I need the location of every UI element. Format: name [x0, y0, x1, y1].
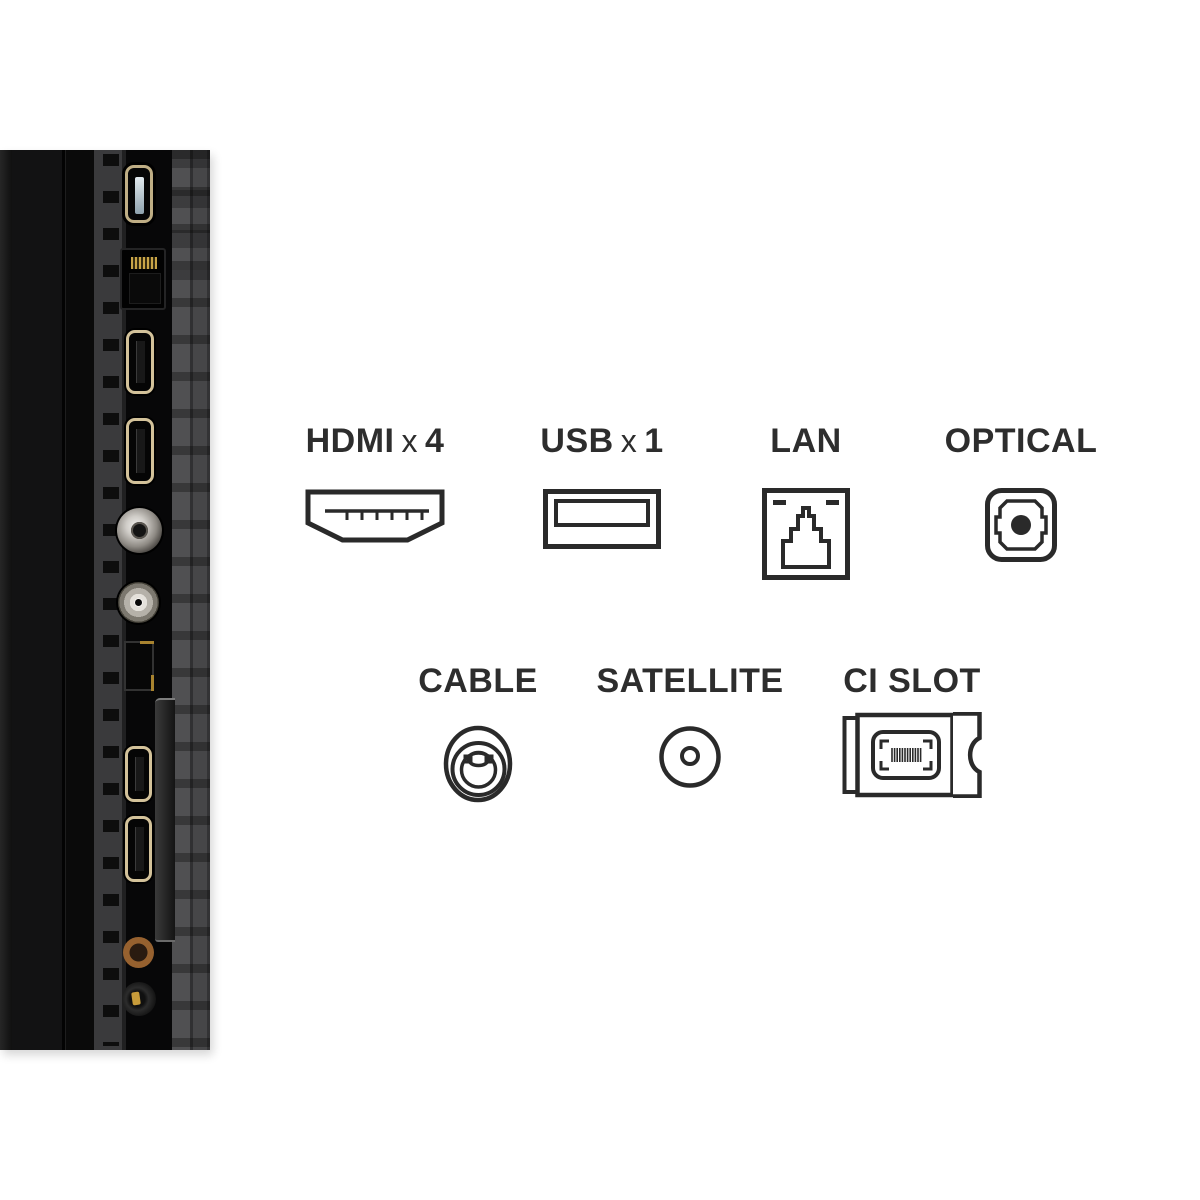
panel-seam — [62, 150, 65, 1050]
cable-label-name: CABLE — [418, 662, 538, 700]
round-av-port — [123, 937, 154, 968]
satellite-connector — [117, 508, 162, 553]
optical-label: OPTICAL — [901, 421, 1141, 461]
hdmi-label-times: x — [401, 423, 418, 459]
diagram-item-cable: CABLE — [358, 661, 598, 808]
cable-label: CABLE — [358, 661, 598, 701]
hdmi-port-3 — [125, 746, 152, 802]
textured-back-panel — [172, 150, 210, 1050]
hdmi-port-1 — [126, 330, 154, 394]
diagram-item-satellite: SATELLITE — [570, 661, 810, 794]
hdmi-slot — [134, 827, 144, 871]
usb-port — [125, 165, 153, 223]
hdmi-slot — [136, 341, 145, 383]
hdmi-slot — [136, 429, 145, 473]
hdmi-slot — [134, 757, 144, 791]
lan-port — [120, 248, 166, 310]
diagram-item-ci-slot: CI SLOT — [792, 661, 1032, 803]
diagram-item-lan: LAN — [686, 421, 926, 585]
mini-av-jack — [122, 982, 156, 1016]
usb-port-icon — [543, 489, 661, 549]
usb-label-times: x — [620, 423, 638, 459]
tv-side-panel-photo — [0, 150, 210, 1050]
panel-seam-highlight — [65, 150, 66, 1050]
satellite-connector-center — [131, 522, 148, 539]
optical-label-name: OPTICAL — [944, 422, 1098, 460]
recessed-port-rail — [155, 698, 175, 942]
ci-slot-icon — [842, 712, 982, 798]
satellite-connector-icon — [658, 725, 722, 789]
cable-connector — [118, 582, 159, 623]
lan-port-pins — [131, 257, 157, 269]
lan-label-name: LAN — [770, 422, 842, 460]
back-panel-texture — [172, 150, 210, 280]
cable-connector-icon — [443, 725, 513, 803]
tv-bezel-edge — [0, 150, 12, 1050]
hdmi-port-icon — [305, 489, 445, 543]
satellite-label: SATELLITE — [570, 661, 810, 701]
tv-side-surface — [12, 150, 62, 1050]
hdmi-label-name: HDMI — [305, 422, 395, 460]
hdmi-label-count: 4 — [424, 422, 445, 460]
optical-port-glint — [151, 675, 154, 691]
lan-port-opening — [129, 273, 161, 304]
av-jack-pin — [131, 991, 141, 1006]
ci-slot-label-name: CI SLOT — [843, 662, 981, 700]
diagram-item-optical: OPTICAL — [901, 421, 1141, 567]
satellite-label-name: SATELLITE — [596, 662, 784, 700]
ci-slot-label: CI SLOT — [792, 661, 1032, 701]
lan-label: LAN — [686, 421, 926, 461]
usb-port-tab — [135, 177, 144, 214]
optical-port-icon — [985, 488, 1057, 562]
cable-connector-hole — [135, 599, 142, 606]
hdmi-port-2 — [126, 418, 154, 484]
panel-mid-section — [66, 150, 94, 1050]
lan-port-icon — [762, 488, 850, 580]
hdmi-port-4 — [125, 816, 152, 882]
optical-port — [124, 641, 154, 691]
vent-holes — [103, 154, 119, 1046]
usb-label-count: 1 — [644, 422, 664, 460]
optical-port-glint — [140, 641, 154, 644]
usb-label-name: USB — [540, 422, 614, 460]
